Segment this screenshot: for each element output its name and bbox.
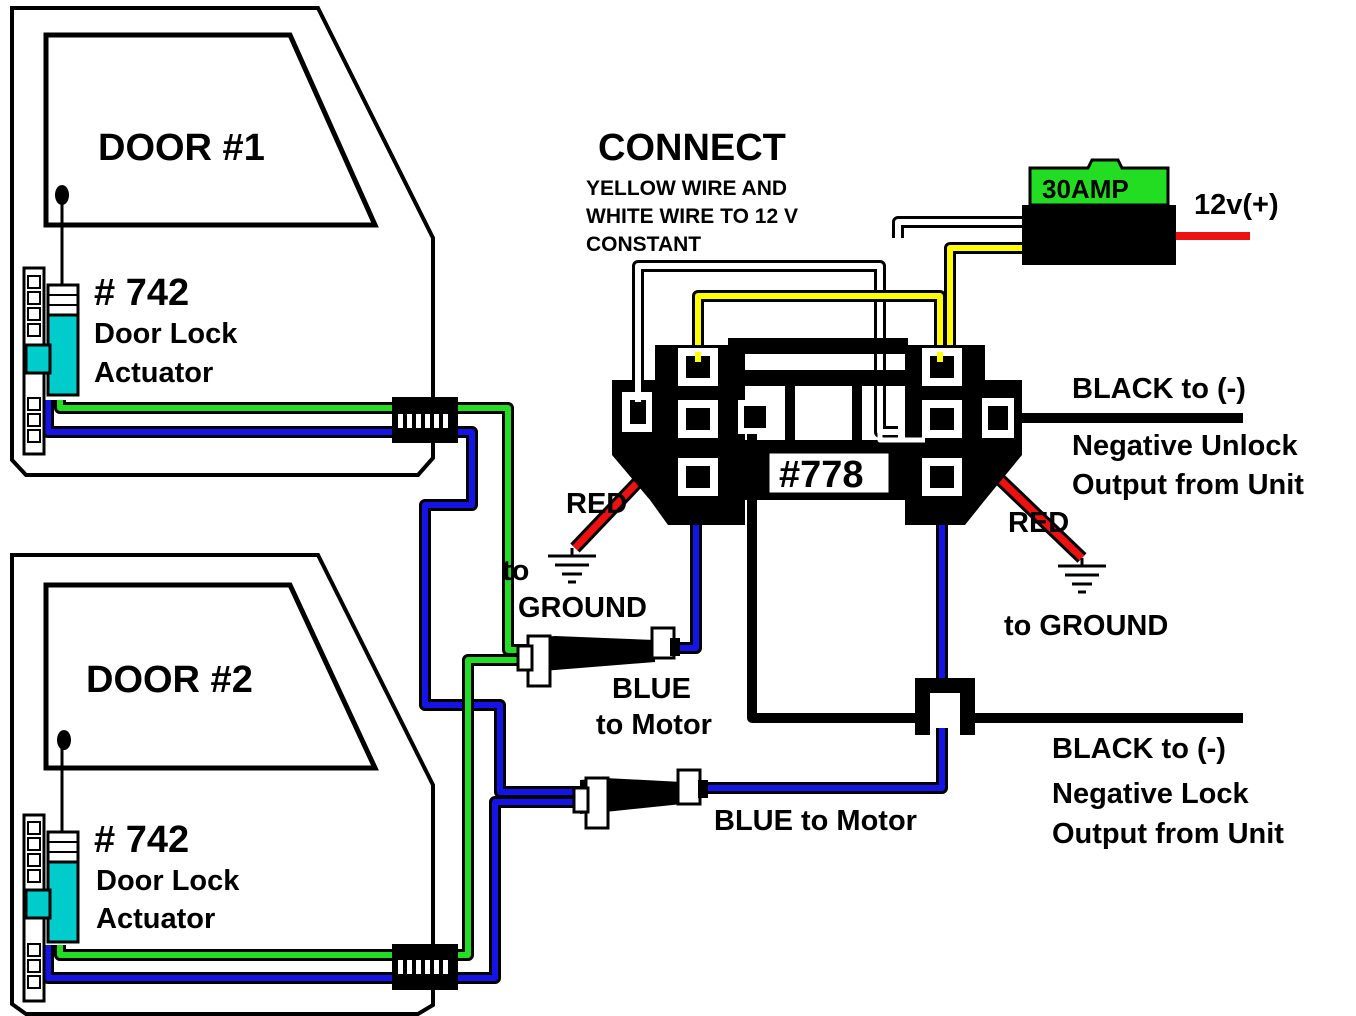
door-2-name-line2: Actuator [96, 903, 215, 935]
ground-right-label: to GROUND [1004, 610, 1168, 642]
splice-connector-lower [572, 768, 708, 830]
connect-line2: WHITE WIRE TO 12 V [586, 205, 798, 228]
door-1-name-line1: Door Lock [94, 318, 238, 350]
black-wire-crossing [915, 678, 975, 735]
white-wires [632, 216, 1030, 438]
door-1-actuator-body [46, 313, 80, 397]
door-2-harness [42, 654, 580, 984]
door-1-harness-connector [392, 397, 458, 443]
door-2-part-number: # 742 [94, 819, 189, 861]
connect-line1: YELLOW WIRE AND [586, 177, 787, 200]
power-label: 12v(+) [1194, 189, 1279, 221]
lock-line3: Output from Unit [1052, 818, 1284, 850]
fuse-30amp: 30AMP 12v(+) [1022, 158, 1279, 265]
door-1-lock-knob [55, 185, 69, 205]
black-wires [747, 413, 1243, 735]
fuse-body [1022, 205, 1176, 265]
lock-line2: Negative Lock [1052, 778, 1249, 810]
door-2-actuator-body [46, 860, 80, 944]
relay-blue-wires [672, 485, 948, 794]
door-1-name-line2: Actuator [94, 357, 213, 389]
door-2-outline [10, 553, 435, 1016]
ground-left-label: GROUND [518, 592, 647, 624]
fuse-label: 30AMP [1042, 174, 1129, 204]
door-1-part-number: # 742 [94, 272, 189, 314]
blue-lower-label: BLUE to Motor [714, 805, 917, 837]
door-2: DOOR #2 # 742 Door Lock Actuator [10, 553, 435, 1016]
red-right-label: RED [1008, 507, 1069, 539]
splice-connector-upper [516, 626, 680, 688]
connect-title: CONNECT [598, 127, 786, 169]
door-1-title: DOOR #1 [98, 127, 265, 169]
door-2-window [43, 582, 379, 771]
door-2-lock-knob [57, 730, 71, 750]
door-1: DOOR #1 # 742 Door Lock Actuator [10, 6, 435, 477]
connect-line3: CONSTANT [586, 233, 701, 256]
door-2-title: DOOR #2 [86, 659, 253, 701]
ground-symbol-left [548, 548, 596, 584]
door-1-actuator [22, 185, 80, 456]
to-left-label: to [502, 555, 529, 587]
door-1-outline [10, 6, 435, 477]
door-2-name-line1: Door Lock [96, 865, 240, 897]
relay-778: #778 [612, 338, 1022, 525]
door-2-harness-connector [392, 944, 458, 990]
door-1-window [43, 32, 379, 228]
unlock-line3: Output from Unit [1072, 469, 1304, 501]
unlock-line1: BLACK to (-) [1072, 373, 1246, 405]
blue-upper-line2: to Motor [596, 709, 712, 741]
yellow-wires [692, 242, 1030, 360]
relay-label-box [766, 450, 892, 496]
red-left-label: RED [566, 488, 627, 520]
door-1-harness [42, 400, 580, 798]
door-2-actuator [22, 730, 80, 1003]
blue-upper-line1: BLUE [612, 673, 691, 705]
unlock-line2: Negative Unlock [1072, 430, 1298, 462]
ground-symbol-right [1058, 558, 1106, 594]
lock-line1: BLACK to (-) [1052, 733, 1226, 765]
relay-label: #778 [779, 454, 864, 496]
